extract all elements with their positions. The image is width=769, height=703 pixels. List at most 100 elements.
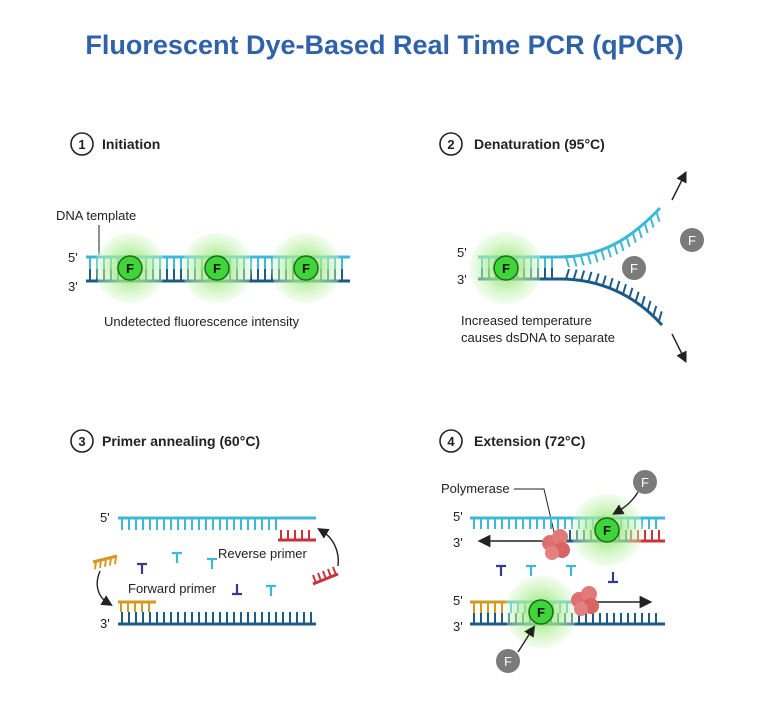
base-pair: [637, 227, 643, 239]
step-title: Extension (72°C): [474, 433, 585, 449]
base-pair: [600, 249, 606, 261]
base-pair: [643, 222, 649, 234]
dye-label: F: [603, 523, 611, 538]
base-pair: [565, 268, 570, 280]
dye-label: F: [502, 261, 510, 276]
five-prime-label: 5': [453, 593, 463, 608]
base-pair: [608, 277, 614, 289]
base-pair: [587, 271, 593, 283]
base-pair: [99, 559, 102, 569]
polymerase-label: Polymerase: [441, 481, 510, 496]
dye-bound: F: [470, 232, 542, 304]
dye-label: F: [126, 261, 134, 276]
step-number-circle: [439, 132, 463, 156]
dye-label: F: [688, 233, 696, 248]
base-pair: [594, 273, 600, 284]
dye-bound: F: [271, 233, 341, 303]
base-pair: [317, 572, 322, 582]
panel-denaturation: 2 Denaturation (95°C) 5' 3' F F F Increa…: [439, 132, 704, 364]
dye-free: F: [680, 228, 704, 252]
base-pair: [606, 247, 612, 258]
five-prime-label: 5': [68, 250, 78, 265]
dye-label: F: [302, 261, 310, 276]
base-pair: [652, 305, 658, 317]
base-pair: [109, 557, 112, 566]
bottom-single-strand: [118, 612, 316, 626]
panel-extension: 4 Extension (72°C) Polymerase 5' 3' F: [439, 429, 665, 673]
dye-binding-arrow: [612, 491, 639, 515]
five-prime-label: 5': [100, 510, 110, 525]
top-single-strand: [118, 516, 316, 530]
five-prime-label: 5': [453, 509, 463, 524]
free-nucleotides: [137, 551, 276, 596]
free-forward-primer: [92, 554, 118, 570]
base-pair: [619, 240, 625, 252]
base-pair: [622, 283, 627, 295]
dye-bound: F: [95, 233, 165, 303]
step-number-circle: [70, 132, 94, 156]
forward-primer-arrow: [96, 570, 113, 606]
base-pair: [655, 211, 661, 223]
step-number-circle: [70, 429, 94, 453]
free-reverse-primer: [312, 566, 339, 586]
base-pair: [649, 217, 655, 228]
dye-label: F: [641, 475, 649, 490]
panel-primer-annealing: 3 Primer annealing (60°C) 5' 3': [70, 429, 339, 631]
step-title: Denaturation (95°C): [474, 136, 605, 152]
base-pair: [613, 243, 619, 255]
step-number: 2: [447, 137, 454, 152]
base-pair: [631, 232, 637, 243]
dye-free: F: [622, 256, 646, 280]
base-pair: [104, 558, 107, 567]
five-prime-label: 5': [457, 245, 467, 260]
base-pair: [312, 574, 317, 584]
base-pair: [646, 300, 652, 312]
reverse-primer-label: Reverse primer: [218, 546, 308, 561]
step-number: 4: [447, 434, 455, 449]
forward-primer-label: Forward primer: [128, 581, 217, 596]
base-pair: [94, 561, 97, 570]
base-pair: [564, 256, 570, 268]
three-prime-label: 3': [453, 619, 463, 634]
panel-initiation: 1 Initiation DNA template 5' 3' F F F Un…: [56, 132, 350, 329]
reverse-primer-bound: [278, 530, 316, 542]
base-pair: [634, 291, 640, 303]
dye-label: F: [213, 261, 221, 276]
base-pair: [579, 255, 585, 266]
base-pair: [625, 236, 631, 248]
dye-binding-arrow: [517, 625, 536, 653]
dye-label: F: [630, 261, 638, 276]
denaturation-caption-line2: causes dsDNA to separate: [461, 330, 615, 345]
three-prime-label: 3': [100, 616, 110, 631]
base-pair: [657, 311, 663, 322]
page-title: Fluorescent Dye-Based Real Time PCR (qPC…: [85, 30, 684, 60]
step-title: Primer annealing (60°C): [102, 433, 260, 449]
dye-bound: F: [571, 494, 643, 566]
reverse-primer-arrow: [317, 528, 339, 567]
step-title: Initiation: [102, 136, 160, 152]
base-pair: [572, 256, 578, 267]
polymerase-blob: [571, 586, 599, 616]
base-pair: [586, 253, 592, 265]
dye-label: F: [504, 654, 512, 669]
base-pair: [580, 270, 586, 281]
dye-free: F: [633, 470, 657, 494]
base-pair: [332, 566, 337, 576]
base-pair: [327, 568, 332, 578]
base-pair: [615, 280, 621, 292]
free-nucleotides: [496, 564, 618, 584]
dye-bound: F: [505, 576, 577, 648]
base-pair: [114, 556, 117, 565]
step-number: 3: [78, 434, 85, 449]
dye-bound: F: [182, 233, 252, 303]
base-pair: [601, 275, 607, 286]
arrow-up: [671, 170, 687, 201]
step-number-circle: [439, 429, 463, 453]
forward-primer-bound: [118, 600, 156, 612]
three-prime-label: 3': [453, 535, 463, 550]
dye-free: F: [496, 649, 520, 673]
undetected-caption: Undetected fluorescence intensity: [104, 314, 300, 329]
base-pair: [322, 570, 327, 580]
three-prime-label: 3': [68, 279, 78, 294]
